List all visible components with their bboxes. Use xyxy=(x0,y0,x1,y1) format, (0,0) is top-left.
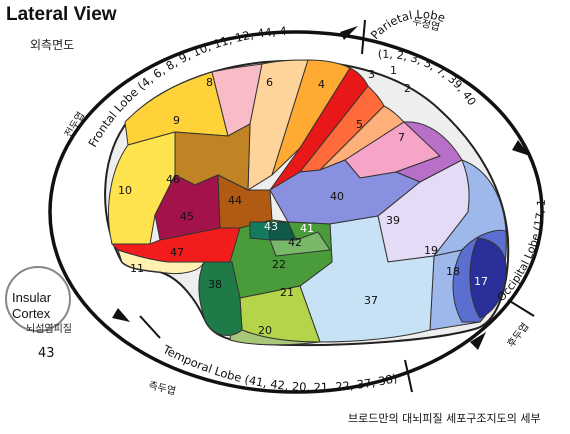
area-43 xyxy=(249,221,271,241)
ring-arrow-top xyxy=(340,26,358,40)
label-area-3: 3 xyxy=(368,68,375,81)
label-area-45: 45 xyxy=(180,210,194,223)
label-area-17: 17 xyxy=(474,275,488,288)
ring-arrow-left xyxy=(112,308,130,322)
label-area-39: 39 xyxy=(386,214,400,227)
area-42 xyxy=(269,231,331,257)
label-area-41: 41 xyxy=(300,222,314,235)
area-17 xyxy=(469,237,507,319)
label-area-4: 4 xyxy=(318,78,325,91)
page-title: Lateral View xyxy=(6,4,117,25)
ring-divider-parietal-occipital xyxy=(507,299,535,317)
label-area-19: 19 xyxy=(424,244,438,257)
label-area-9: 9 xyxy=(173,114,180,127)
insular-cortex-ko: 뇌섬엽피질 xyxy=(26,324,72,335)
area-11 xyxy=(117,249,205,275)
label-area-44: 44 xyxy=(228,194,242,207)
label-area-47: 47 xyxy=(170,246,184,259)
label-area-10: 10 xyxy=(118,184,132,197)
label-area-2: 2 xyxy=(404,82,411,95)
insular-cortex-area: 43 xyxy=(38,346,55,361)
label-area-43: 43 xyxy=(264,220,278,233)
ring-divider-frontal-parietal xyxy=(361,19,366,55)
ring-arrow-bottom-right xyxy=(470,332,486,350)
label-area-1: 1 xyxy=(390,64,397,77)
label-area-11: 11 xyxy=(130,262,144,275)
insular-cortex-title: Insular Cortex xyxy=(12,290,51,322)
temporal-lobe-label: Temporal Lobe (41, 42, 20, 21, 22, 37, 3… xyxy=(160,342,399,394)
label-area-37: 37 xyxy=(364,294,378,307)
label-area-22: 22 xyxy=(272,258,286,271)
label-area-5: 5 xyxy=(356,118,363,131)
label-area-38: 38 xyxy=(208,278,222,291)
occipital-lobe-ko: 후두엽 xyxy=(505,321,531,350)
lobe-ring xyxy=(48,30,544,394)
label-area-7: 7 xyxy=(398,131,405,144)
area-38 xyxy=(198,261,243,336)
label-area-42: 42 xyxy=(288,236,302,249)
label-area-18: 18 xyxy=(446,265,460,278)
label-area-6: 6 xyxy=(266,76,273,89)
label-area-8: 8 xyxy=(206,76,213,89)
label-area-40: 40 xyxy=(330,190,344,203)
insular-title-line2: Cortex xyxy=(12,306,51,321)
source-credit: 브로드만의 대뇌피질 세포구조지도의 세부 xyxy=(348,412,541,425)
area-6 xyxy=(247,59,309,191)
ring-arrow-right xyxy=(512,140,530,156)
frontal-lobe-ko: 전두엽 xyxy=(62,110,87,140)
insular-cortex-circle xyxy=(5,266,71,332)
ring-divider-temporal-frontal xyxy=(139,315,161,339)
ring-divider-occipital-temporal xyxy=(404,359,413,393)
page-subtitle-korean: 외측면도 xyxy=(30,38,75,52)
label-area-21: 21 xyxy=(280,286,294,299)
label-area-20: 20 xyxy=(258,324,272,337)
temporal-lobe-ko: 측두엽 xyxy=(147,379,177,397)
label-area-46: 46 xyxy=(166,173,180,186)
insular-title-line1: Insular xyxy=(12,290,52,305)
